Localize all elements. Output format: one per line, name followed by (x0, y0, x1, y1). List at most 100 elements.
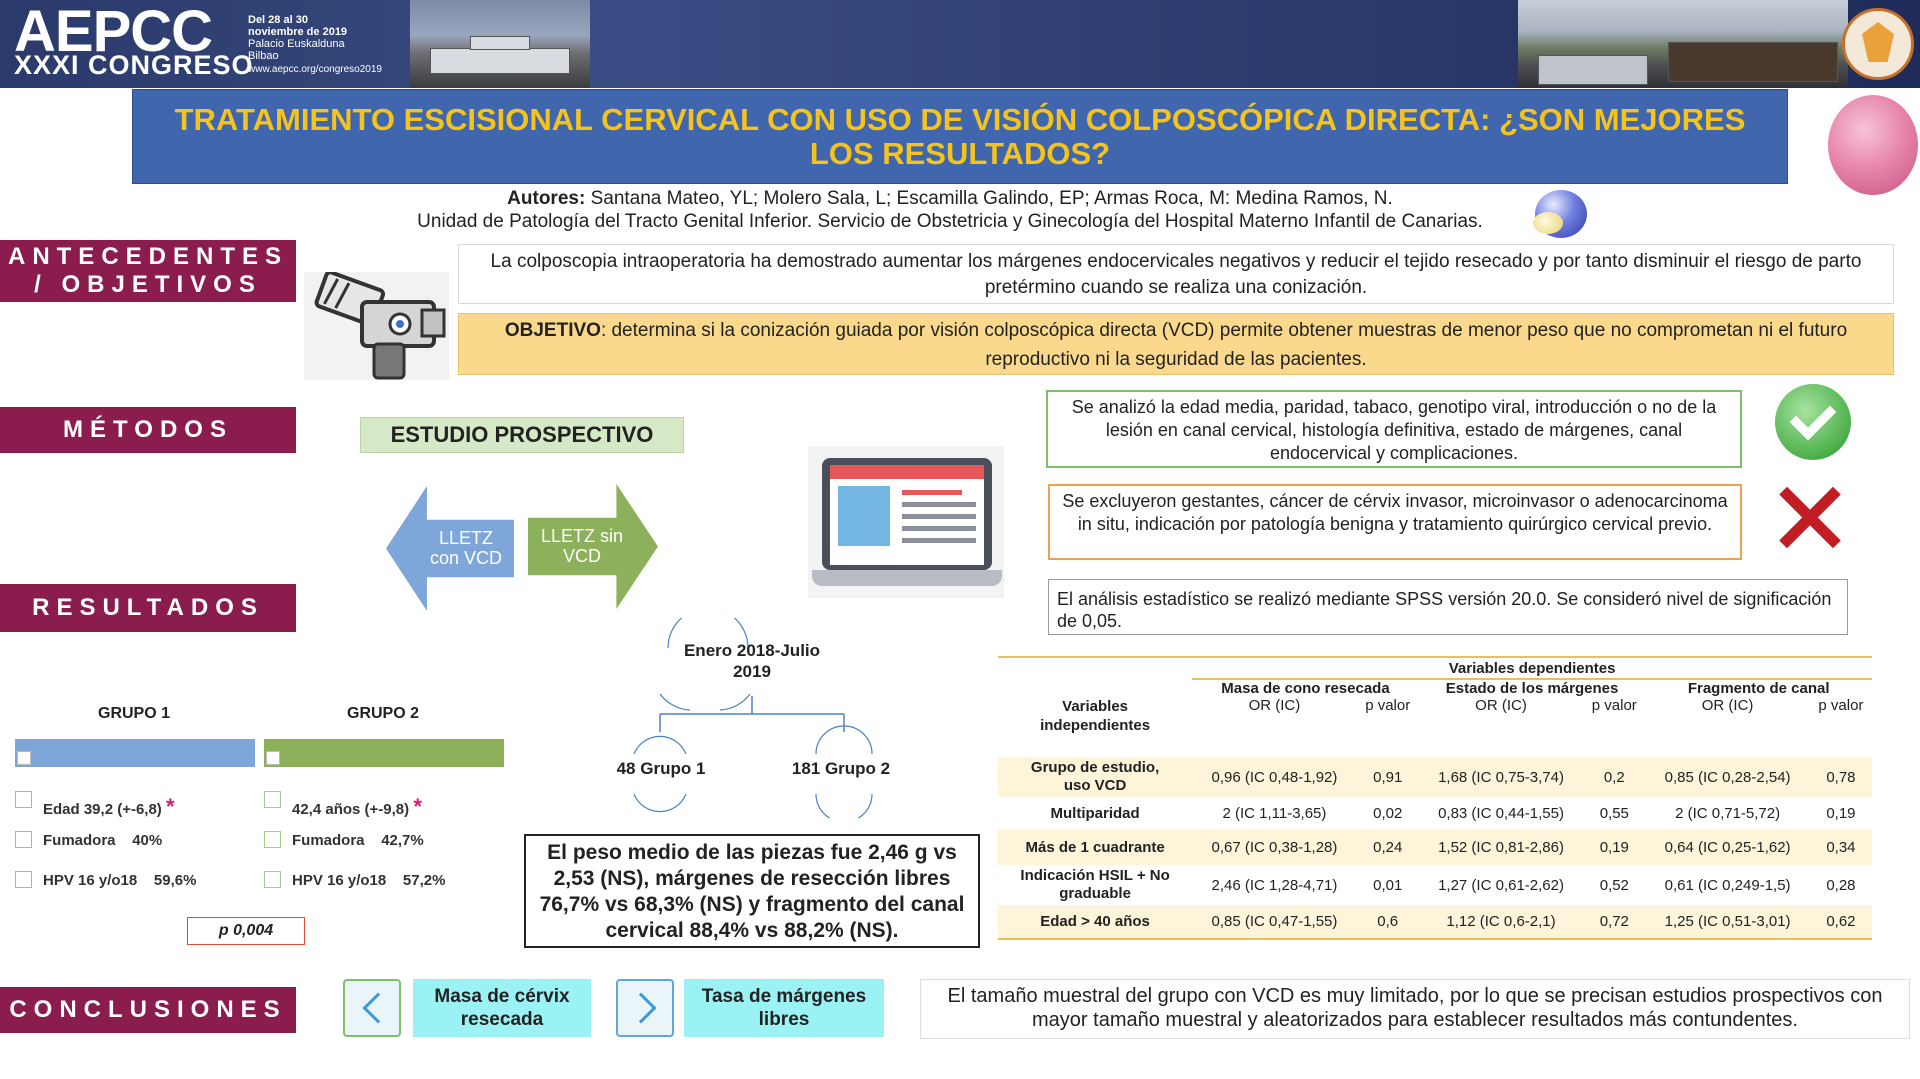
objective-label: OBJETIVO (504, 320, 601, 341)
table-cell: 1,68 (IC 0,75-3,74) (1418, 757, 1584, 797)
laptop-image-block (838, 486, 890, 546)
group1-smoker: Fumadora 40% (43, 832, 162, 849)
table-cell: 0,64 (IC 0,25-1,62) (1645, 829, 1810, 865)
conclusion-box-margenes-line1: Tasa de márgenes (701, 986, 867, 1007)
group1-age: Edad 39,2 (+-6,8) * (43, 794, 175, 820)
table-cell: 0,34 (1809, 829, 1872, 865)
laptop-line (902, 502, 976, 507)
independent-header-line2: independientes (1040, 717, 1151, 734)
group1-hpv-checkbox (15, 871, 32, 888)
table-cell: 0,62 (1809, 905, 1872, 940)
table-cell: 0,78 (1809, 757, 1872, 797)
analysis-variables: Se analizó la edad media, paridad, tabac… (1046, 390, 1742, 468)
group2-hpv-checkbox (264, 871, 281, 888)
group1-count: 48 Grupo 1 (616, 759, 706, 778)
group2-age-checkbox (264, 791, 281, 808)
table-cell: 1,52 (IC 0,81-2,86) (1418, 829, 1584, 865)
table-cell: 0,6 (1356, 905, 1419, 940)
poster-title: TRATAMIENTO ESCISIONAL CERVICAL CON USO … (174, 101, 1746, 171)
period-arc (719, 693, 751, 711)
table-row: Multiparidad 2 (IC 1,11-3,65) 0,02 0,83 … (998, 797, 1872, 829)
check-icon (1775, 384, 1851, 460)
table-row: Grupo de estudio,uso VCD 0,96 (IC 0,48-1… (998, 757, 1872, 797)
group2-smoker-value: 42,7% (381, 832, 424, 849)
row-label: Grupo de estudio,uso VCD (998, 757, 1193, 797)
group1-hpv-value: 59,6% (153, 872, 197, 889)
section-antecedentes: ANTECEDENTES / OBJETIVOS (0, 240, 296, 302)
congress-dates: Del 28 al 30 noviembre de 2019 Palacio E… (248, 14, 347, 62)
group1-age-checkbox (15, 791, 32, 808)
study-period-line2: 2019 (733, 662, 771, 681)
table-cell: 0,96 (IC 0,48-1,92) (1192, 757, 1357, 797)
venue-photo-left (410, 0, 590, 88)
dates-line-1: Del 28 al 30 (248, 14, 308, 26)
or-header: OR (IC) (1701, 697, 1754, 714)
period-arc (667, 618, 749, 649)
brand-logo: AEPCC (14, 0, 213, 64)
chevron-left-button[interactable] (343, 979, 401, 1037)
chevron-right-button[interactable] (616, 979, 674, 1037)
affiliation: Unidad de Patología del Tracto Genital I… (417, 211, 1483, 232)
venue-photo-right (1518, 0, 1848, 88)
venue: Palacio Euskalduna (248, 38, 345, 50)
arrow-right-line1: LLETZ sin (540, 526, 624, 546)
conclusion-box-masa-line1: Masa de cérvix (434, 986, 570, 1007)
results-table: Variables dependientes Masa de cono rese… (998, 656, 1872, 940)
group1-title: GRUPO 1 (98, 705, 171, 722)
group2-count: 181 Grupo 2 (791, 759, 891, 778)
table-cell: 0,83 (IC 0,44-1,55) (1438, 804, 1564, 822)
table-cell: 0,85 (IC 0,47-1,55) (1192, 905, 1357, 940)
p-value-box: p 0,004 (187, 917, 305, 945)
study-period: Enero 2018-Julio 2019 (668, 640, 836, 682)
objective-box: OBJETIVO: determina si la conización gui… (458, 313, 1894, 375)
laptop-line (902, 538, 976, 543)
group1-arc (633, 735, 687, 755)
laptop-base (812, 570, 1002, 586)
significance-star: * (413, 794, 422, 819)
arrow-left-line2: con VCD (429, 548, 503, 568)
authors: Santana Mateo, YL; Molero Sala, L; Escam… (590, 188, 1393, 209)
table-cell: 0,52 (1599, 876, 1629, 894)
row-label-line2: graduable (1059, 885, 1131, 902)
group-header-masa: Masa de cono resecada (1192, 678, 1419, 697)
laptop-line (902, 490, 962, 495)
conclusion-text: El tamaño muestral del grupo con VCD es … (920, 979, 1910, 1039)
group2-age-text: 42,4 años (+-9,8) (292, 801, 410, 818)
group2-arc (815, 793, 873, 818)
arrow-right-line2: VCD (562, 546, 601, 566)
table-cell: 0,91 (1356, 757, 1419, 797)
group2-arc (815, 725, 873, 755)
group1-hpv: HPV 16 y/o18 59,6% (43, 872, 196, 889)
group2-bar-box (266, 751, 280, 765)
group2-hpv-label: HPV 16 y/o18 (292, 872, 387, 889)
header-banner (0, 0, 1920, 88)
congress-name: XXXI CONGRESO (14, 50, 254, 80)
title-box: TRATAMIENTO ESCISIONAL CERVICAL CON USO … (132, 89, 1788, 184)
dates-line-2: noviembre de 2019 (248, 26, 348, 38)
sphere-highlight (1533, 212, 1563, 234)
study-type: ESTUDIO PROSPECTIVO (360, 417, 684, 453)
virus-image (1828, 95, 1918, 195)
group1-hpv-label: HPV 16 y/o18 (43, 872, 138, 889)
laptop-line (902, 526, 976, 531)
section-antecedentes-line2: / OBJETIVOS (34, 271, 262, 298)
table-cell: 0,85 (IC 0,28-2,54) (1645, 757, 1810, 797)
row-label: Multiparidad (1050, 804, 1140, 822)
group2-hpv: HPV 16 y/o18 57,2% (292, 872, 445, 889)
conclusion-box-masa: Masa de cérvix resecada (413, 979, 591, 1037)
row-label: Edad > 40 años (998, 905, 1193, 940)
table-cell: 1,25 (IC 0,51-3,01) (1645, 905, 1810, 940)
p-header: p valor (1818, 697, 1864, 714)
authors-label: Autores: (507, 188, 586, 209)
study-period-line1: Enero 2018-Julio (683, 641, 821, 660)
conclusion-box-margenes: Tasa de márgenes libres (684, 979, 884, 1037)
group1-smoker-value: 40% (132, 832, 163, 849)
table-cell: 0,19 (1583, 829, 1646, 865)
conclusion-box-masa-line2: resecada (460, 1009, 544, 1030)
chevron-right-icon (625, 992, 657, 1024)
table-cell: 2 (IC 1,11-3,65) (1222, 804, 1327, 822)
table-cell: 0,01 (1373, 876, 1403, 894)
arrow-left-line1: LLETZ (438, 528, 494, 548)
